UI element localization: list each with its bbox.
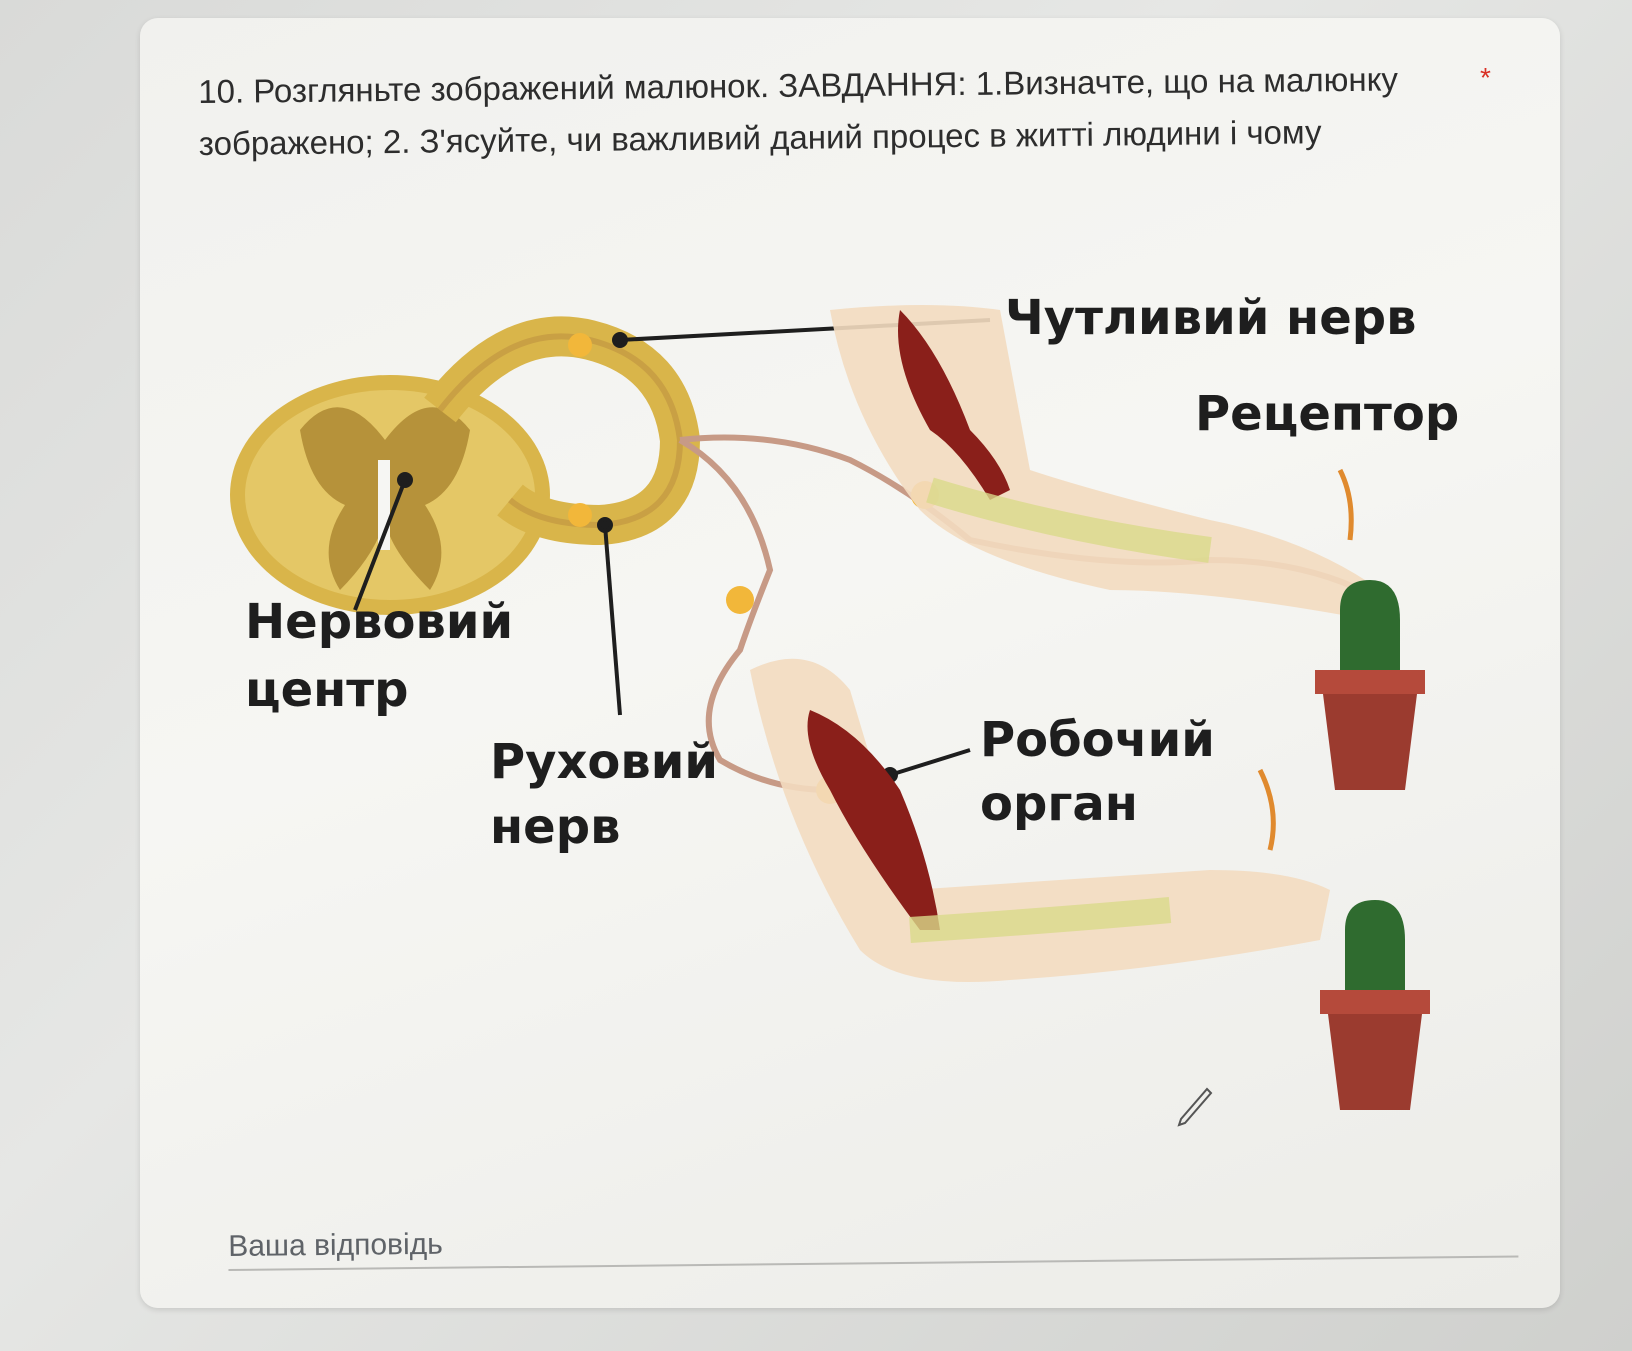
label-nerve-center-line1: Нервовий [245,594,514,650]
cactus-top-drawing [1315,580,1425,790]
cactus-bottom-drawing [1320,900,1430,1110]
pencil-cursor-icon [1175,1085,1215,1134]
label-receptor: Рецептор [1195,386,1460,442]
upper-arm-drawing [830,305,1380,620]
lower-arm-drawing [750,658,1330,982]
label-effector-line2: орган [980,776,1138,832]
label-effector-line1: Робочий [980,712,1215,768]
required-indicator: * [1480,62,1491,93]
spinal-cord-section [230,316,701,615]
question-card [140,18,1560,1308]
label-motor-nerve-line2: нерв [490,799,621,855]
reflex-arc-illustration: Чутливий нерв Рецептор Нервовий центр Ру… [210,290,1510,1150]
reflex-arc-drawing [230,305,1430,1110]
label-motor-nerve-line1: Руховий [490,734,719,790]
label-nerve-center-line2: центр [245,662,409,718]
label-sensory-nerve: Чутливий нерв [1005,290,1417,346]
question-text: 10. Розгляньте зображений малюнок. ЗАВДА… [198,60,1399,162]
